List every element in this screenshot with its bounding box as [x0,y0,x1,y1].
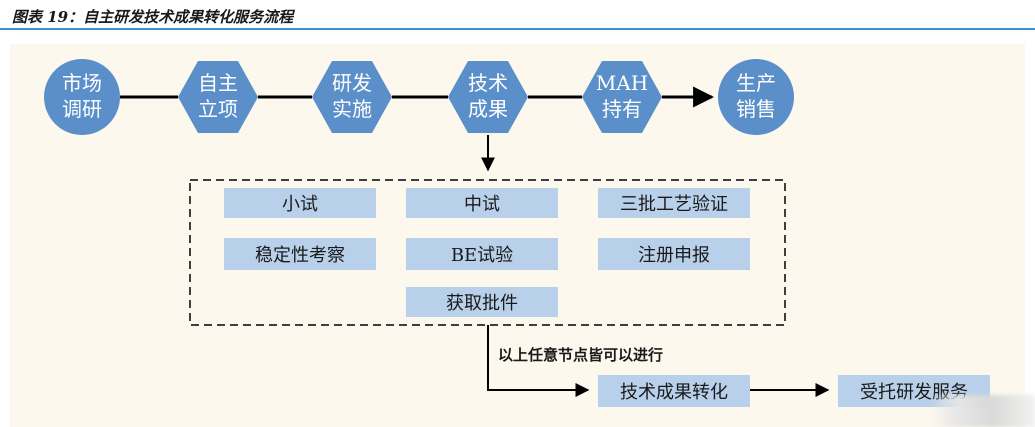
stage-box: 注册申报 [598,238,750,270]
node-label: 市场 [62,71,102,95]
header-divider [0,28,1035,30]
stage-box: 三批工艺验证 [598,188,750,218]
flow-node-mah-holding: MAH 持有 [582,61,662,133]
node-label: 自主 [198,71,238,95]
outcome-label: 技术成果转化 [620,382,728,403]
outcome-box-tech-transfer: 技术成果转化 [598,375,750,407]
stage-box: 获取批件 [406,287,558,317]
node-label: MAH [596,71,648,95]
stage-label: 中试 [464,194,500,215]
flow-node-rd-execution: 研发 实施 [312,61,392,133]
node-label: 实施 [332,97,372,121]
stage-box: 小试 [224,188,376,218]
connector-to-outcome [487,325,590,397]
stage-label: 注册申报 [638,245,710,266]
watermark-blur [930,395,1035,427]
stage-box: BE试验 [406,238,558,270]
stage-box: 中试 [406,188,558,218]
figure-title: 图表 19：自主研发技术成果转化服务流程 [12,8,294,26]
flow-node-tech-results: 技术 成果 [448,61,528,133]
flow-node-production-sales: 生产 销售 [718,59,794,135]
node-label: 立项 [198,97,238,121]
stage-label: 稳定性考察 [255,245,345,266]
node-label: 生产 [736,71,776,95]
note-any-stage: 以上任意节点皆可以进行 [498,346,663,364]
node-label: 持有 [602,97,642,121]
stage-label: 三批工艺验证 [620,194,728,215]
flow-node-market-research: 市场 调研 [44,59,120,135]
flow-node-project-initiation: 自主 立项 [178,61,258,133]
figure-header: 图表 19：自主研发技术成果转化服务流程 [0,0,1035,30]
node-label: 销售 [736,97,776,121]
stage-label: 小试 [282,194,318,215]
stages-group-box [189,179,786,326]
stage-label: BE试验 [451,245,513,266]
node-label: 成果 [468,97,508,121]
node-label: 调研 [62,97,102,121]
stage-label: 获取批件 [446,293,518,314]
node-label: 技术 [468,71,508,95]
stage-box: 稳定性考察 [224,238,376,270]
node-label: 研发 [332,71,372,95]
